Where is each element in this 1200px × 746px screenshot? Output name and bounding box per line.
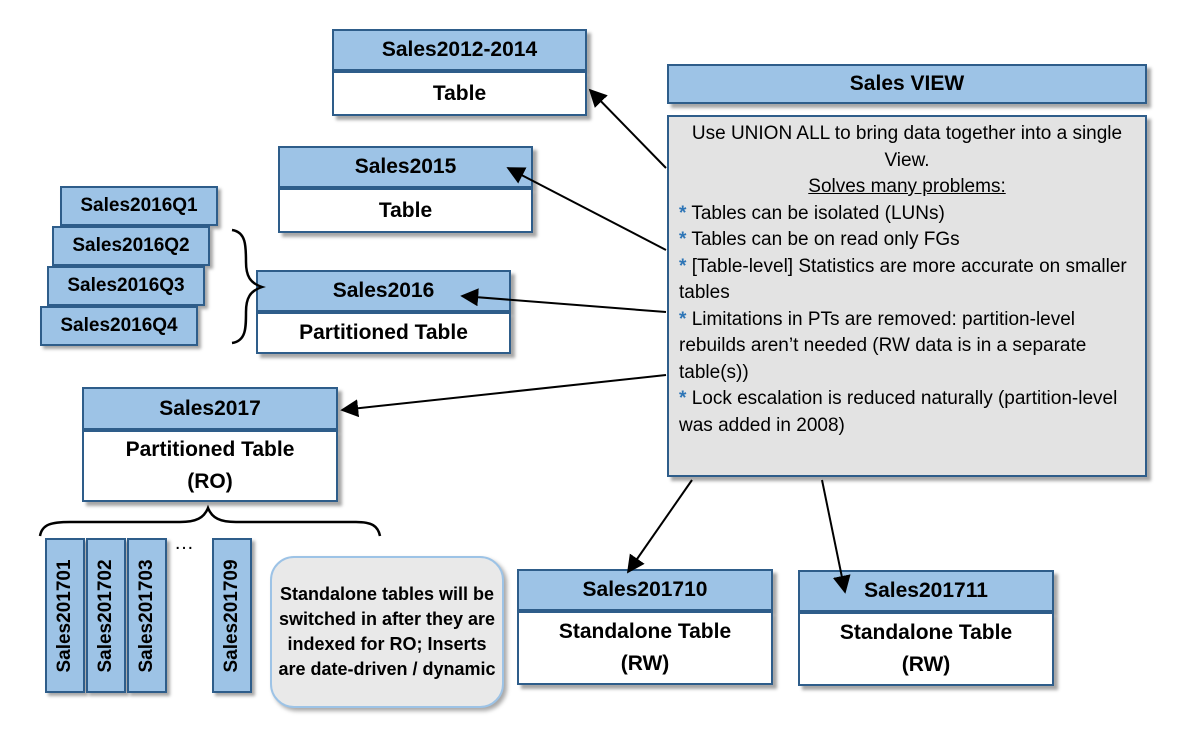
sales201711-type-line1: Standalone Table	[839, 621, 1013, 644]
sales2017-header: Sales2017	[82, 387, 338, 430]
sales201711-type-line2: (RW)	[901, 653, 951, 676]
standalone-note-text: Standalone tables will be switched in af…	[278, 584, 496, 679]
view-subtitle: Solves many problems:	[808, 176, 1006, 197]
month-box-201701: Sales201701	[45, 538, 85, 693]
standalone-note: Standalone tables will be switched in af…	[270, 556, 504, 708]
month-box-201703: Sales201703	[127, 538, 167, 693]
sales2017-body: Partitioned Table (RO)	[82, 430, 338, 502]
view-bullet: * Limitations in PTs are removed: partit…	[679, 307, 1135, 387]
sales-view-header: Sales VIEW	[667, 64, 1147, 104]
sales201710-type-line1: Standalone Table	[558, 620, 732, 643]
sales2016-type: Partitioned Table	[299, 321, 468, 344]
sales2016-name: Sales2016	[332, 279, 435, 302]
sales2015-name: Sales2015	[354, 155, 457, 178]
sales2017-name: Sales2017	[159, 396, 261, 420]
view-bullet: * Tables can be isolated (LUNs)	[679, 201, 1135, 228]
quarter-label: Sales2016Q3	[67, 275, 185, 296]
arrow-to-sales2017	[340, 374, 667, 418]
view-bullet-text: [Table-level] Statistics are more accura…	[679, 255, 1127, 304]
view-bullet-text: Lock escalation is reduced naturally (pa…	[679, 388, 1118, 436]
view-intro: Use UNION ALL to bring data together int…	[691, 123, 1123, 171]
sales201711-body: Standalone Table (RW)	[798, 612, 1054, 686]
view-bullet: * Tables can be on read only FGs	[679, 227, 1135, 254]
quarter-label: Sales2016Q2	[72, 235, 190, 256]
month-label: Sales201709	[221, 558, 242, 673]
sales2012-2014-body: Table	[332, 71, 587, 116]
view-bullet: * [Table-level] Statistics are more accu…	[679, 254, 1135, 307]
quarter-box-q3: Sales2016Q3	[47, 266, 205, 306]
sales2017-type-line2: (RO)	[187, 470, 233, 493]
view-bullet-text: Tables can be on read only FGs	[691, 229, 960, 250]
sales201710-name: Sales201710	[582, 578, 708, 601]
sales2015-type: Table	[378, 198, 433, 222]
ellipsis: …	[174, 532, 196, 554]
arrow-to-sales2012	[588, 88, 667, 169]
bullet-star-icon: *	[679, 229, 687, 250]
month-label: Sales201703	[136, 558, 157, 673]
view-bullet-text: Tables can be isolated (LUNs)	[691, 202, 945, 224]
sales201711-header: Sales201711	[798, 570, 1054, 612]
sales201710-type-line2: (RW)	[620, 652, 670, 675]
bullet-star-icon: *	[679, 202, 687, 224]
month-brace	[38, 504, 382, 537]
sales2012-2014-header: Sales2012-2014	[332, 29, 587, 71]
bullet-star-icon: *	[679, 308, 687, 330]
quarter-box-q1: Sales2016Q1	[60, 186, 218, 226]
sales201710-body: Standalone Table (RW)	[517, 611, 773, 685]
arrow-to-sales201710	[626, 479, 693, 574]
sales2015-header: Sales2015	[278, 146, 533, 188]
sales2012-2014-name: Sales2012-2014	[381, 38, 538, 61]
bullet-star-icon: *	[679, 255, 687, 277]
sales2016-body: Partitioned Table	[256, 312, 511, 354]
month-box-201702: Sales201702	[86, 538, 126, 693]
sales-view-description: Use UNION ALL to bring data together int…	[667, 115, 1147, 477]
sales2017-type-line1: Partitioned Table	[125, 438, 295, 461]
quarter-box-q4: Sales2016Q4	[40, 306, 198, 346]
sales2016-header: Sales2016	[256, 270, 511, 312]
sales2012-2014-type: Table	[432, 81, 487, 105]
sales2015-body: Table	[278, 188, 533, 233]
view-bullet-text: Limitations in PTs are removed: partitio…	[679, 308, 1087, 383]
view-bullet: * Lock escalation is reduced naturally (…	[679, 386, 1135, 439]
quarter-box-q2: Sales2016Q2	[52, 226, 210, 266]
month-label: Sales201701	[54, 558, 75, 673]
bullet-star-icon: *	[679, 388, 687, 409]
sales-view-title: Sales VIEW	[849, 72, 965, 95]
quarter-label: Sales2016Q4	[60, 315, 178, 336]
sales201710-header: Sales201710	[517, 569, 773, 611]
month-box-201709: Sales201709	[212, 538, 252, 693]
sales201711-name: Sales201711	[864, 579, 988, 602]
quarter-label: Sales2016Q1	[80, 195, 198, 216]
month-label: Sales201702	[95, 558, 116, 673]
